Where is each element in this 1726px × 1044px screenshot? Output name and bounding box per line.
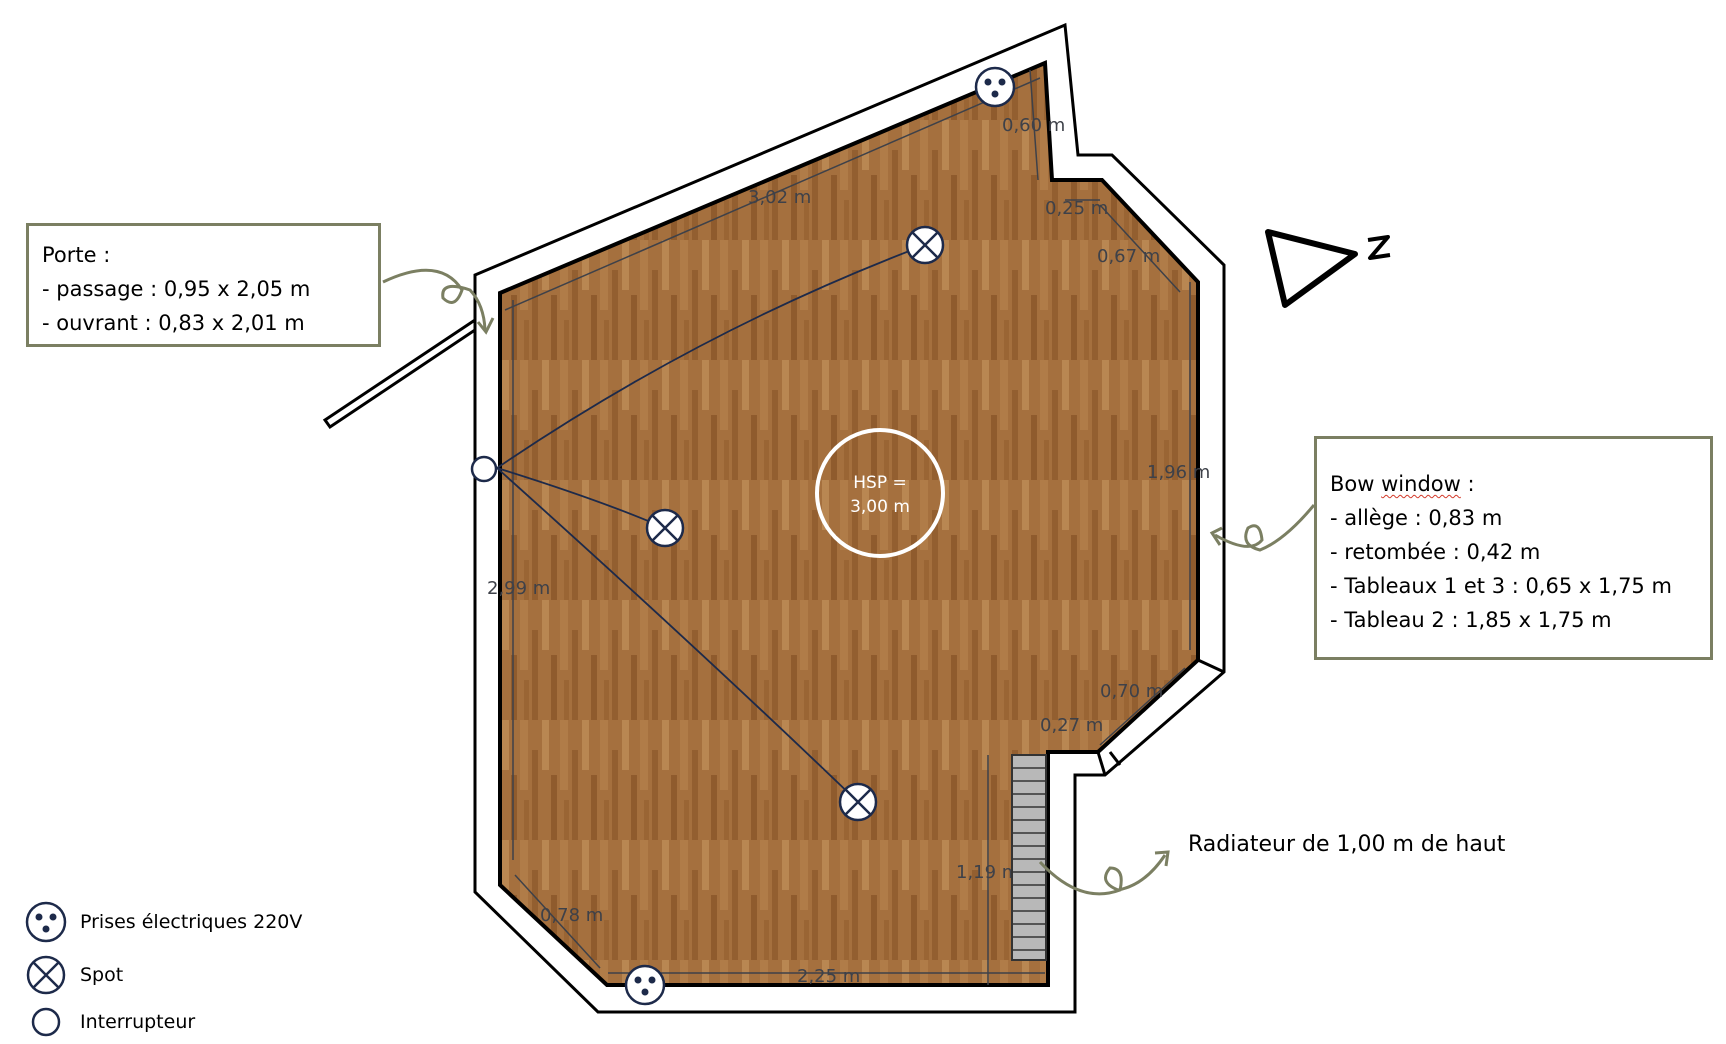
dim-bottom-wall: 2,25 m xyxy=(797,966,860,987)
legend-label: Spot xyxy=(80,964,124,986)
outlet-icon[interactable] xyxy=(974,66,1016,108)
svg-text:3,00 m: 3,00 m xyxy=(850,497,910,517)
door-passage: - passage : 0,95 x 2,05 m xyxy=(42,277,311,301)
dim-radiator-wall: 1,19 m xyxy=(956,862,1019,883)
door-callout: Porte : - passage : 0,95 x 2,05 m - ouvr… xyxy=(26,223,381,347)
bow-window-callout: Bow window : - allège : 0,83 m - retombé… xyxy=(1314,436,1713,660)
bow-tableaux-1-3: - Tableaux 1 et 3 : 0,65 x 1,75 m xyxy=(1330,574,1672,598)
radiator-arrow xyxy=(1038,854,1167,896)
switch-icon xyxy=(24,1000,68,1044)
bow-retombee: - retombée : 0,42 m xyxy=(1330,540,1541,564)
door-leaf xyxy=(322,317,477,430)
porte-arrow xyxy=(382,268,487,331)
spot-icon[interactable] xyxy=(905,225,945,265)
legend-label: Interrupteur xyxy=(80,1011,196,1033)
bow-window-title: Bow window : xyxy=(1330,472,1475,496)
dim-top-wall: 3,02 m xyxy=(748,187,811,208)
radiator-label: Radiateur de 1,00 m de haut xyxy=(1188,832,1506,857)
door-callout-title: Porte : xyxy=(42,243,111,267)
spot-icon xyxy=(24,953,68,997)
svg-text:HSP =: HSP = xyxy=(853,473,906,493)
bow-window xyxy=(1096,658,1225,776)
legend-label: Prises électriques 220V xyxy=(80,911,303,933)
north-arrow-icon xyxy=(1265,229,1391,308)
bow-arrow xyxy=(1214,504,1316,552)
dim-notch-top: 0,25 m xyxy=(1045,198,1108,219)
ceiling-height-marker: HSP = 3,00 m xyxy=(815,428,945,558)
legend-item-outlet: Prises électriques 220V xyxy=(24,900,302,944)
spot-icon[interactable] xyxy=(645,508,685,548)
spellcheck-underlined-word: window xyxy=(1381,472,1461,496)
dim-left-wall: 2,99 m xyxy=(487,578,550,599)
dim-bow-right: 1,96 m xyxy=(1147,462,1210,483)
legend-item-spot: Spot xyxy=(24,953,123,997)
switch-icon[interactable] xyxy=(470,455,498,483)
dim-bow-diag-top: 0,67 m xyxy=(1097,246,1160,267)
outlet-icon xyxy=(24,900,68,944)
dim-bow-diag-bottom: 0,70 m xyxy=(1100,681,1163,702)
dim-notch-bottom: 0,27 m xyxy=(1040,715,1103,736)
legend-item-switch: Interrupteur xyxy=(24,1000,195,1044)
dimension-lines xyxy=(504,69,1191,985)
bow-tableau-2: - Tableau 2 : 1,85 x 1,75 m xyxy=(1330,608,1612,632)
door-ouvrant: - ouvrant : 0,83 x 2,01 m xyxy=(42,311,305,335)
radiator xyxy=(1011,754,1047,961)
dim-bottom-left-diag: 0,78 m xyxy=(540,905,603,926)
callout-arrows xyxy=(382,268,1316,896)
spot-icon[interactable] xyxy=(838,782,878,822)
bow-allege: - allège : 0,83 m xyxy=(1330,506,1503,530)
outlet-icon[interactable] xyxy=(624,964,666,1006)
dim-top-right: 0,60 m xyxy=(1002,115,1065,136)
